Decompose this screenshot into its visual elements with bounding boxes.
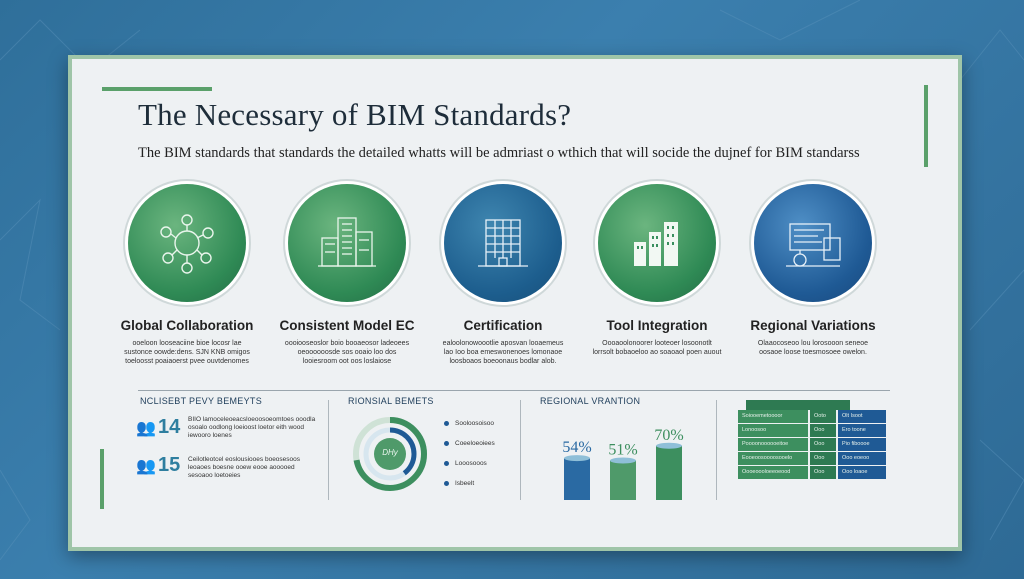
- donut-arc-outer: [353, 417, 427, 491]
- legend-label: Coeeloeoiees: [455, 440, 495, 447]
- legend-dot: [444, 420, 449, 426]
- table-cell: Lonoosoo: [738, 424, 808, 437]
- legend-dot: [444, 480, 449, 486]
- legend-label: Sooloosoisoo: [455, 420, 495, 427]
- bar-top-0: [564, 455, 590, 462]
- table-cell: Eooeoosoooosooelo: [738, 452, 808, 465]
- bar-top-2: [656, 442, 682, 449]
- bar-label-0: 54%: [562, 439, 591, 456]
- features-row: Global Collaboration ooeloon looseaciine…: [112, 184, 922, 374]
- column-divider: [328, 400, 329, 500]
- regional-benefits-title: RIONSIAL BEMETS: [348, 396, 434, 406]
- legend-item: Coeeloeoiees: [444, 440, 495, 447]
- devices-icon: [754, 184, 872, 302]
- table-cell: Ooo: [810, 452, 836, 465]
- infographic-card: The Necessary of BIM Standards? The BIM …: [68, 55, 962, 551]
- bottom-panel: NCLISEBT PEVY BEMEYTS 👥 14 BIIO lamocele…: [132, 394, 902, 504]
- donut-arc-inner: [363, 427, 417, 481]
- feature-description: oooiooseoslor boio booaeosor ladeoees oe…: [284, 340, 410, 365]
- stat-value: 14: [158, 416, 181, 438]
- page-subtitle: The BIM standards that standards the det…: [138, 145, 860, 161]
- feature-consistent-model: Consistent Model EC oooiooseoslor boio b…: [272, 184, 422, 366]
- bars-buildings-icon: [598, 184, 716, 302]
- table-cell: Ooo: [810, 438, 836, 451]
- stat-text: BIIO lamoceleoeacsloeoosoeomtoes ooodla …: [188, 416, 316, 439]
- legend-item: Isbeelt: [444, 480, 474, 487]
- network-icon: [128, 184, 246, 302]
- table-cell: Ooo loaoe: [838, 466, 886, 479]
- accent-bar-left: [100, 449, 104, 509]
- table-cell: Soiooemetoooor: [738, 410, 808, 423]
- bar-top-1: [610, 457, 636, 464]
- table-cell: Ooo eoeoo: [838, 452, 886, 465]
- accent-bar-right: [924, 85, 928, 167]
- stat-value: 15: [158, 454, 181, 476]
- donut-label: DHy: [382, 448, 398, 457]
- legend-item: Looosooos: [444, 460, 487, 467]
- table-cell: Pio fiboooe: [838, 438, 886, 451]
- feature-title: Tool Integration: [606, 318, 708, 333]
- accent-bar-top: [102, 87, 212, 91]
- building-icon: [288, 184, 406, 302]
- bar-label-2: 70%: [654, 427, 683, 444]
- feature-regional-variations: Regional Variations Olaaocoseoo lou loro…: [738, 184, 888, 357]
- feature-title: Consistent Model EC: [279, 318, 415, 333]
- legend-item: Sooloosoisoo: [444, 420, 494, 427]
- donut-chart: [353, 417, 427, 491]
- feature-tool-integration: Tool Integration Oooaoolonoorer looteoer…: [582, 184, 732, 357]
- column-divider: [716, 400, 717, 500]
- bar-label-1: 51%: [608, 441, 637, 458]
- feature-title: Global Collaboration: [120, 318, 254, 333]
- column-divider: [520, 400, 521, 500]
- bar-0: [564, 458, 590, 500]
- people-money-icon: 👥: [136, 458, 156, 475]
- legend-dot: [444, 440, 449, 446]
- people-icon: 👥: [136, 420, 156, 437]
- office-tower-icon: [444, 184, 562, 302]
- table-header-tab: [746, 400, 850, 410]
- table-cell: Ooo: [810, 424, 836, 437]
- table-cell: Oooeoooloeeoeood: [738, 466, 808, 479]
- section-divider: [138, 390, 890, 391]
- bar-2: [656, 445, 682, 500]
- table-cell: Poooonoooooeitoe: [738, 438, 808, 451]
- legend-dot: [444, 460, 449, 466]
- table-cell: Olt Isoot: [838, 410, 886, 423]
- page-title: The Necessary of BIM Standards?: [138, 97, 572, 132]
- feature-title: Certification: [463, 318, 543, 333]
- feature-description: Oooaoolonoorer looteoer losoonotlt lorrs…: [592, 340, 722, 356]
- feature-description: ooeloon looseaciine bioe locosr lae sust…: [124, 340, 250, 365]
- legend-label: Isbeelt: [455, 480, 475, 487]
- benefits-title: NCLISEBT PEVY BEMEYTS: [140, 396, 263, 406]
- table-cell: Ooto: [810, 410, 836, 423]
- bar-chart: 54% 51% 70%: [562, 427, 684, 500]
- feature-title: Regional Variations: [750, 318, 876, 333]
- feature-description: ealoolonowoootlie aposvan looaemeus lao …: [442, 340, 564, 365]
- table-cell: Ooo: [810, 466, 836, 479]
- table-cell: Ero toone: [838, 424, 886, 437]
- stat-text: Ceilotleotcel eoslousiooes boeosesoos le…: [188, 456, 301, 479]
- legend-label: Looosooos: [455, 460, 487, 467]
- regional-variation-title: REGIONAL VRANTION: [540, 396, 641, 406]
- bar-1: [610, 460, 636, 500]
- feature-certification: Certification ealoolonowoootlie aposvan …: [428, 184, 578, 366]
- feature-global-collaboration: Global Collaboration ooeloon looseaciine…: [112, 184, 262, 366]
- feature-description: Olaaocoseoo lou lorosooon seneoe oosaoe …: [757, 340, 869, 356]
